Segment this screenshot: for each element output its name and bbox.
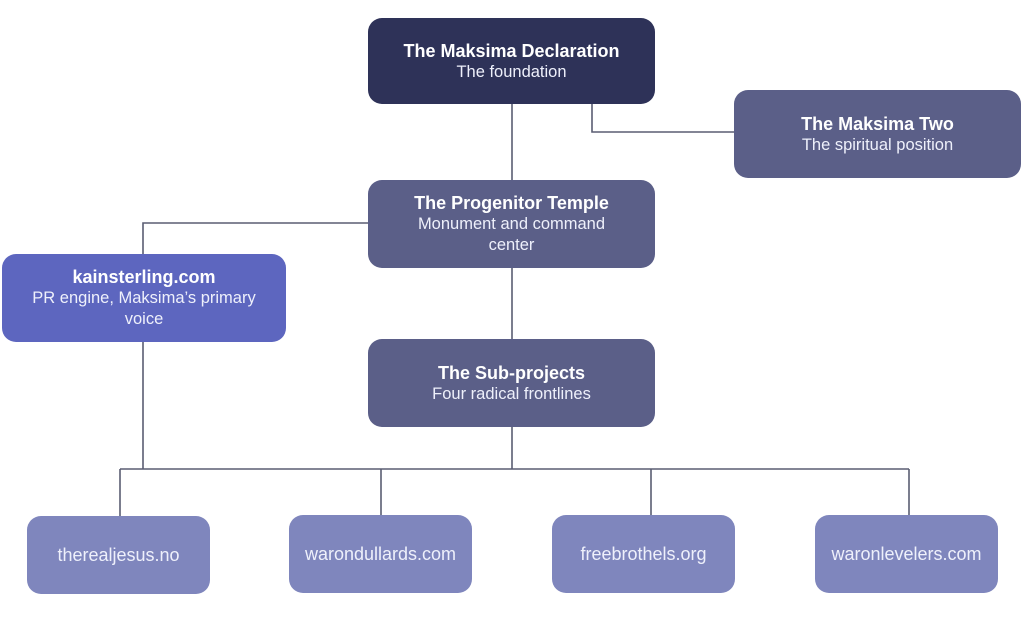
edge-temple-kainsterling bbox=[142, 222, 368, 254]
edge-declaration-maksima-two bbox=[591, 104, 734, 133]
node-title: The Maksima Two bbox=[801, 113, 954, 134]
node-sub-projects: The Sub-projects Four radical frontlines bbox=[368, 339, 655, 427]
node-maksima-two: The Maksima Two The spiritual position bbox=[734, 90, 1021, 178]
leaf-label: waronlevelers.com bbox=[831, 543, 982, 564]
node-title: kainsterling.com bbox=[72, 267, 216, 287]
node-title: The Progenitor Temple bbox=[414, 193, 609, 213]
leaf-label: therealjesus.no bbox=[57, 544, 180, 565]
node-subtitle: Monument and command center bbox=[417, 215, 606, 254]
node-title: The Maksima Declaration bbox=[403, 40, 620, 61]
node-subtitle: Four radical frontlines bbox=[432, 384, 591, 403]
node-progenitor-temple: The Progenitor Temple Monument and comma… bbox=[368, 180, 655, 268]
leaf-label: freebrothels.org bbox=[580, 543, 707, 564]
leaf-node-waronlevelers: waronlevelers.com bbox=[815, 515, 998, 593]
leaf-node-therealjesus: therealjesus.no bbox=[27, 516, 210, 594]
leaf-label: warondullards.com bbox=[304, 543, 457, 564]
node-maksima-declaration: The Maksima Declaration The foundation bbox=[368, 18, 655, 104]
node-title: The Sub-projects bbox=[437, 362, 585, 383]
leaf-node-warondullards: warondullards.com bbox=[289, 515, 472, 593]
node-subtitle: The spiritual position bbox=[801, 135, 954, 154]
node-subtitle: PR engine, Maksima’s primary voice bbox=[32, 289, 256, 328]
node-kainsterling: kainsterling.com PR engine, Maksima’s pr… bbox=[2, 254, 286, 342]
leaf-node-freebrothels: freebrothels.org bbox=[552, 515, 735, 593]
node-subtitle: The foundation bbox=[456, 62, 567, 81]
